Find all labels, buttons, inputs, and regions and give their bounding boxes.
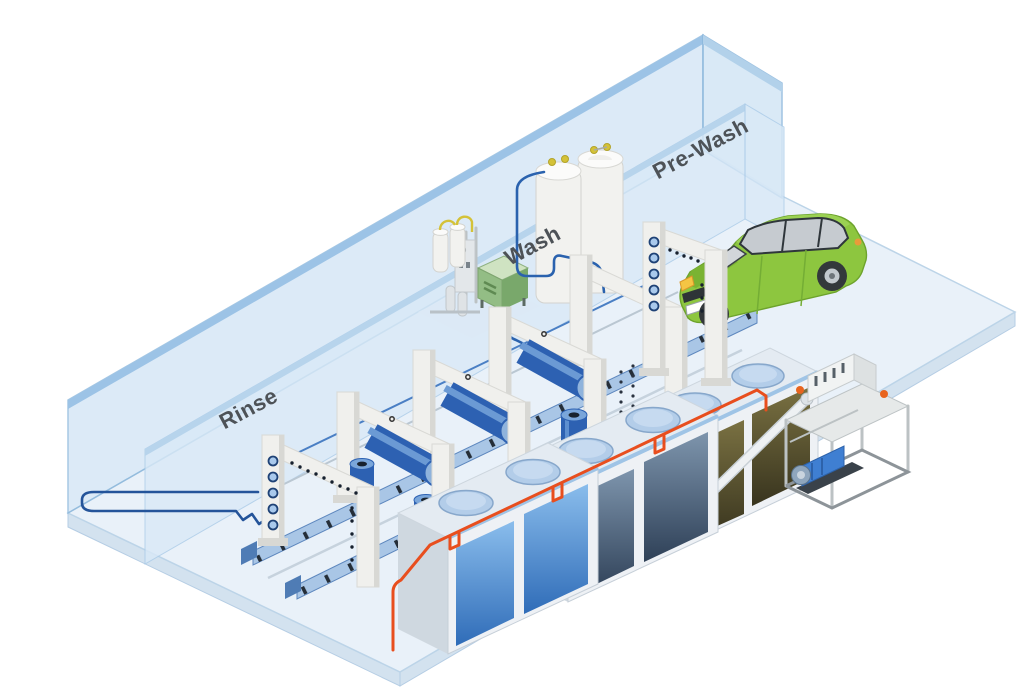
window-divider	[781, 219, 787, 253]
filtration-unit	[430, 215, 480, 317]
roller-brush-highlight	[367, 426, 436, 470]
manhole-lid-top	[566, 440, 606, 458]
manhole-lid-top	[513, 461, 553, 479]
valve-yellow-icon	[561, 155, 569, 163]
vertical-brush-axle	[568, 412, 580, 418]
arch-pillar-shade	[525, 402, 530, 502]
brush-hook-icon	[389, 416, 395, 422]
roller-brush	[440, 382, 519, 442]
arch-prewash-entrance	[639, 221, 731, 386]
switch	[466, 262, 470, 268]
taillight-icon	[854, 238, 862, 246]
pillar-base	[333, 495, 363, 503]
yellow-tube	[455, 215, 474, 232]
arch-pillar-shade	[587, 255, 592, 360]
brush-hook-icon	[465, 374, 471, 380]
door-line	[756, 255, 763, 315]
arch-rinse-nozzles	[258, 434, 380, 588]
spray-dots	[668, 248, 704, 313]
window-divider	[817, 217, 823, 248]
orange-pipe-drop	[653, 434, 666, 455]
underground-tank-clean	[396, 442, 600, 655]
inlet-pipe-white	[698, 396, 810, 506]
settling-water	[644, 432, 708, 562]
control-panel-side	[853, 353, 877, 392]
nozzle-column	[267, 455, 279, 531]
dosing-control-box	[476, 255, 530, 318]
orange-fitting-icon	[880, 390, 888, 398]
corner-wall-top-edge	[703, 35, 782, 92]
roller-brush	[364, 424, 443, 484]
conveyor-end-cap	[285, 575, 301, 599]
conveyor-end-cap	[241, 541, 257, 565]
wheel-center	[829, 273, 835, 279]
arch-pillar-shade	[374, 487, 379, 587]
orange-pipe-drop	[551, 482, 564, 503]
pump-station	[784, 353, 912, 510]
valve-yellow-icon	[548, 158, 556, 166]
manhole-lid-top	[446, 492, 486, 510]
arch-pillar-shade	[354, 392, 359, 497]
manhole-lid-top	[739, 365, 777, 383]
pump-mount	[796, 462, 864, 494]
arch-pillar-shade	[601, 359, 606, 459]
recycle-pipe-orange	[391, 388, 768, 652]
roller-brush	[516, 339, 595, 399]
filter-cylinder	[449, 226, 466, 268]
arch-pillar-shade	[279, 435, 284, 540]
tank-rim-highlight	[447, 466, 599, 540]
arch-pillar-shade	[430, 350, 435, 455]
roller-brush-highlight	[443, 384, 512, 428]
arch-pillar-shade	[682, 307, 687, 407]
cartridge	[457, 291, 468, 317]
tank-left-top	[535, 161, 582, 181]
pillar-base	[701, 378, 731, 386]
vent-slot	[483, 286, 497, 296]
side-roller-axle	[357, 461, 367, 467]
clean-water	[524, 484, 588, 614]
nozzle-column	[648, 236, 660, 312]
door-line	[800, 249, 807, 307]
arch-pillar-shade	[722, 250, 727, 380]
shelf-top	[784, 383, 910, 443]
clean-water	[456, 521, 514, 646]
box-side	[502, 268, 528, 310]
grille	[682, 287, 706, 303]
pump-end-center	[797, 471, 805, 479]
rinse-pipe-loop	[80, 490, 270, 526]
tank-right-cap	[588, 155, 612, 160]
manhole-lid-top	[633, 409, 673, 427]
cartridge	[445, 285, 456, 313]
headlight-icon	[679, 275, 695, 292]
yellow-tube	[438, 219, 457, 231]
orange-pipe-drop	[448, 530, 461, 551]
roller-brush-highlight	[519, 341, 588, 385]
spray-dots	[290, 461, 358, 562]
orange-pipe-run	[391, 388, 768, 652]
brush-hook-icon	[541, 331, 547, 337]
tank-left-face	[398, 513, 448, 654]
outer-wall-top-edge	[68, 35, 703, 409]
pillar-base	[639, 368, 669, 376]
frame-brace	[789, 409, 859, 443]
arch-pillar-shade	[660, 222, 665, 370]
filter-cylinder	[432, 231, 449, 273]
pillar-base	[258, 538, 288, 546]
arch-roller-brush	[485, 306, 607, 460]
vent-slot	[483, 280, 497, 290]
arch-roller-brush	[409, 349, 531, 528]
arch-pillar-shade	[506, 307, 511, 412]
orange-fitting-icon	[796, 386, 804, 394]
valve-bridge	[593, 146, 608, 151]
